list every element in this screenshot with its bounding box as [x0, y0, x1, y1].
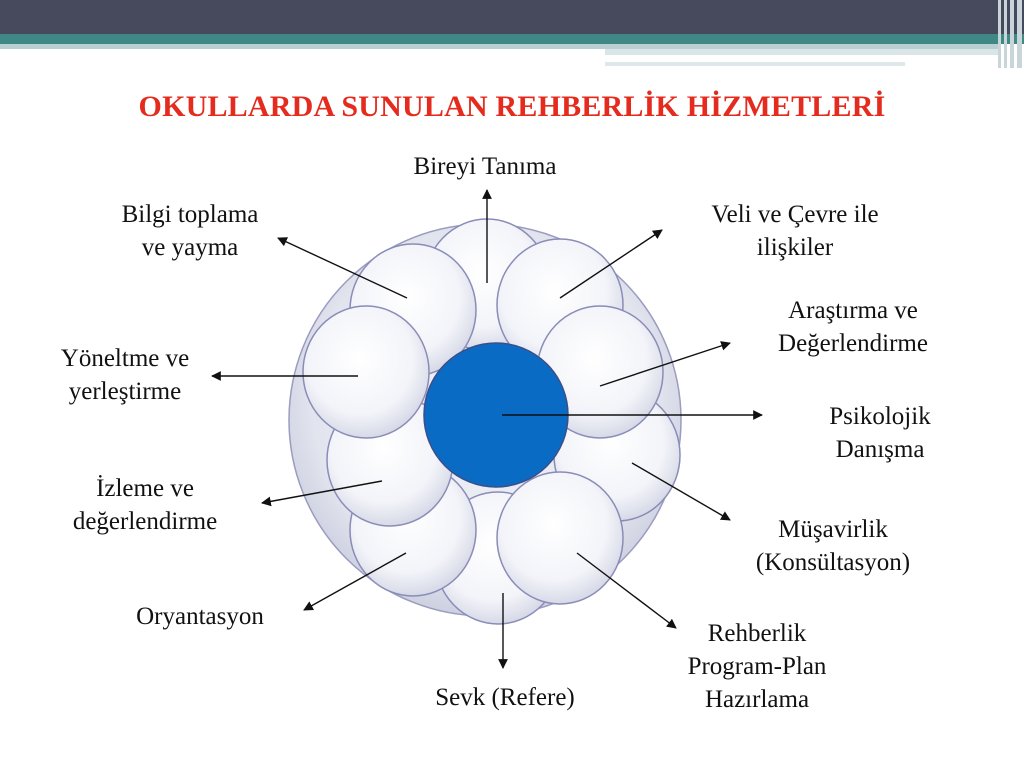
label-bireyi-tanima: Bireyi Tanıma	[413, 153, 557, 180]
arrow-musavirlik	[631, 462, 731, 521]
top-bar-dark	[0, 0, 1024, 34]
top-bar-teal	[0, 34, 1024, 44]
top-bar-light-stripe	[0, 44, 1000, 49]
label-rehberlik-program: Rehberlik Program-Plan Hazırlama	[687, 620, 827, 713]
label-bilgi-toplama: Bilgi toplama ve yayma	[121, 201, 259, 261]
arrow-izleme	[261, 480, 383, 507]
top-bar-light-stripe-3	[605, 62, 905, 66]
petal-left	[302, 305, 430, 439]
top-bar-light-stripe-2	[605, 49, 1000, 55]
label-izleme: İzleme ve değerlendirme	[72, 475, 218, 535]
petal-bottom-right	[496, 471, 624, 605]
arrow-program	[576, 552, 677, 629]
arrow-veli-cevre	[559, 229, 663, 299]
label-musavirlik: Müşavirlik (Konsültasyon)	[755, 516, 911, 576]
label-sevk: Sevk (Refere)	[435, 684, 575, 711]
arrow-arastirma	[599, 341, 731, 387]
label-psikolojik: Psikolojik Danışma	[829, 403, 931, 463]
slide-title: OKULLARDA SUNULAN REHBERLİK HİZMETLERİ	[138, 90, 886, 123]
arrow-oryantasyon	[303, 552, 407, 611]
label-oryantasyon: Oryantasyon	[136, 603, 264, 630]
corner-stripes	[996, 0, 1024, 68]
label-veli-cevre: Veli ve Çevre ile ilişkiler	[711, 201, 879, 261]
label-yoneltme: Yöneltme ve yerleştirme	[60, 345, 190, 405]
label-arastirma: Araştırma ve Değerlendirme	[778, 297, 928, 357]
arrow-bilgi-toplama	[277, 237, 408, 299]
